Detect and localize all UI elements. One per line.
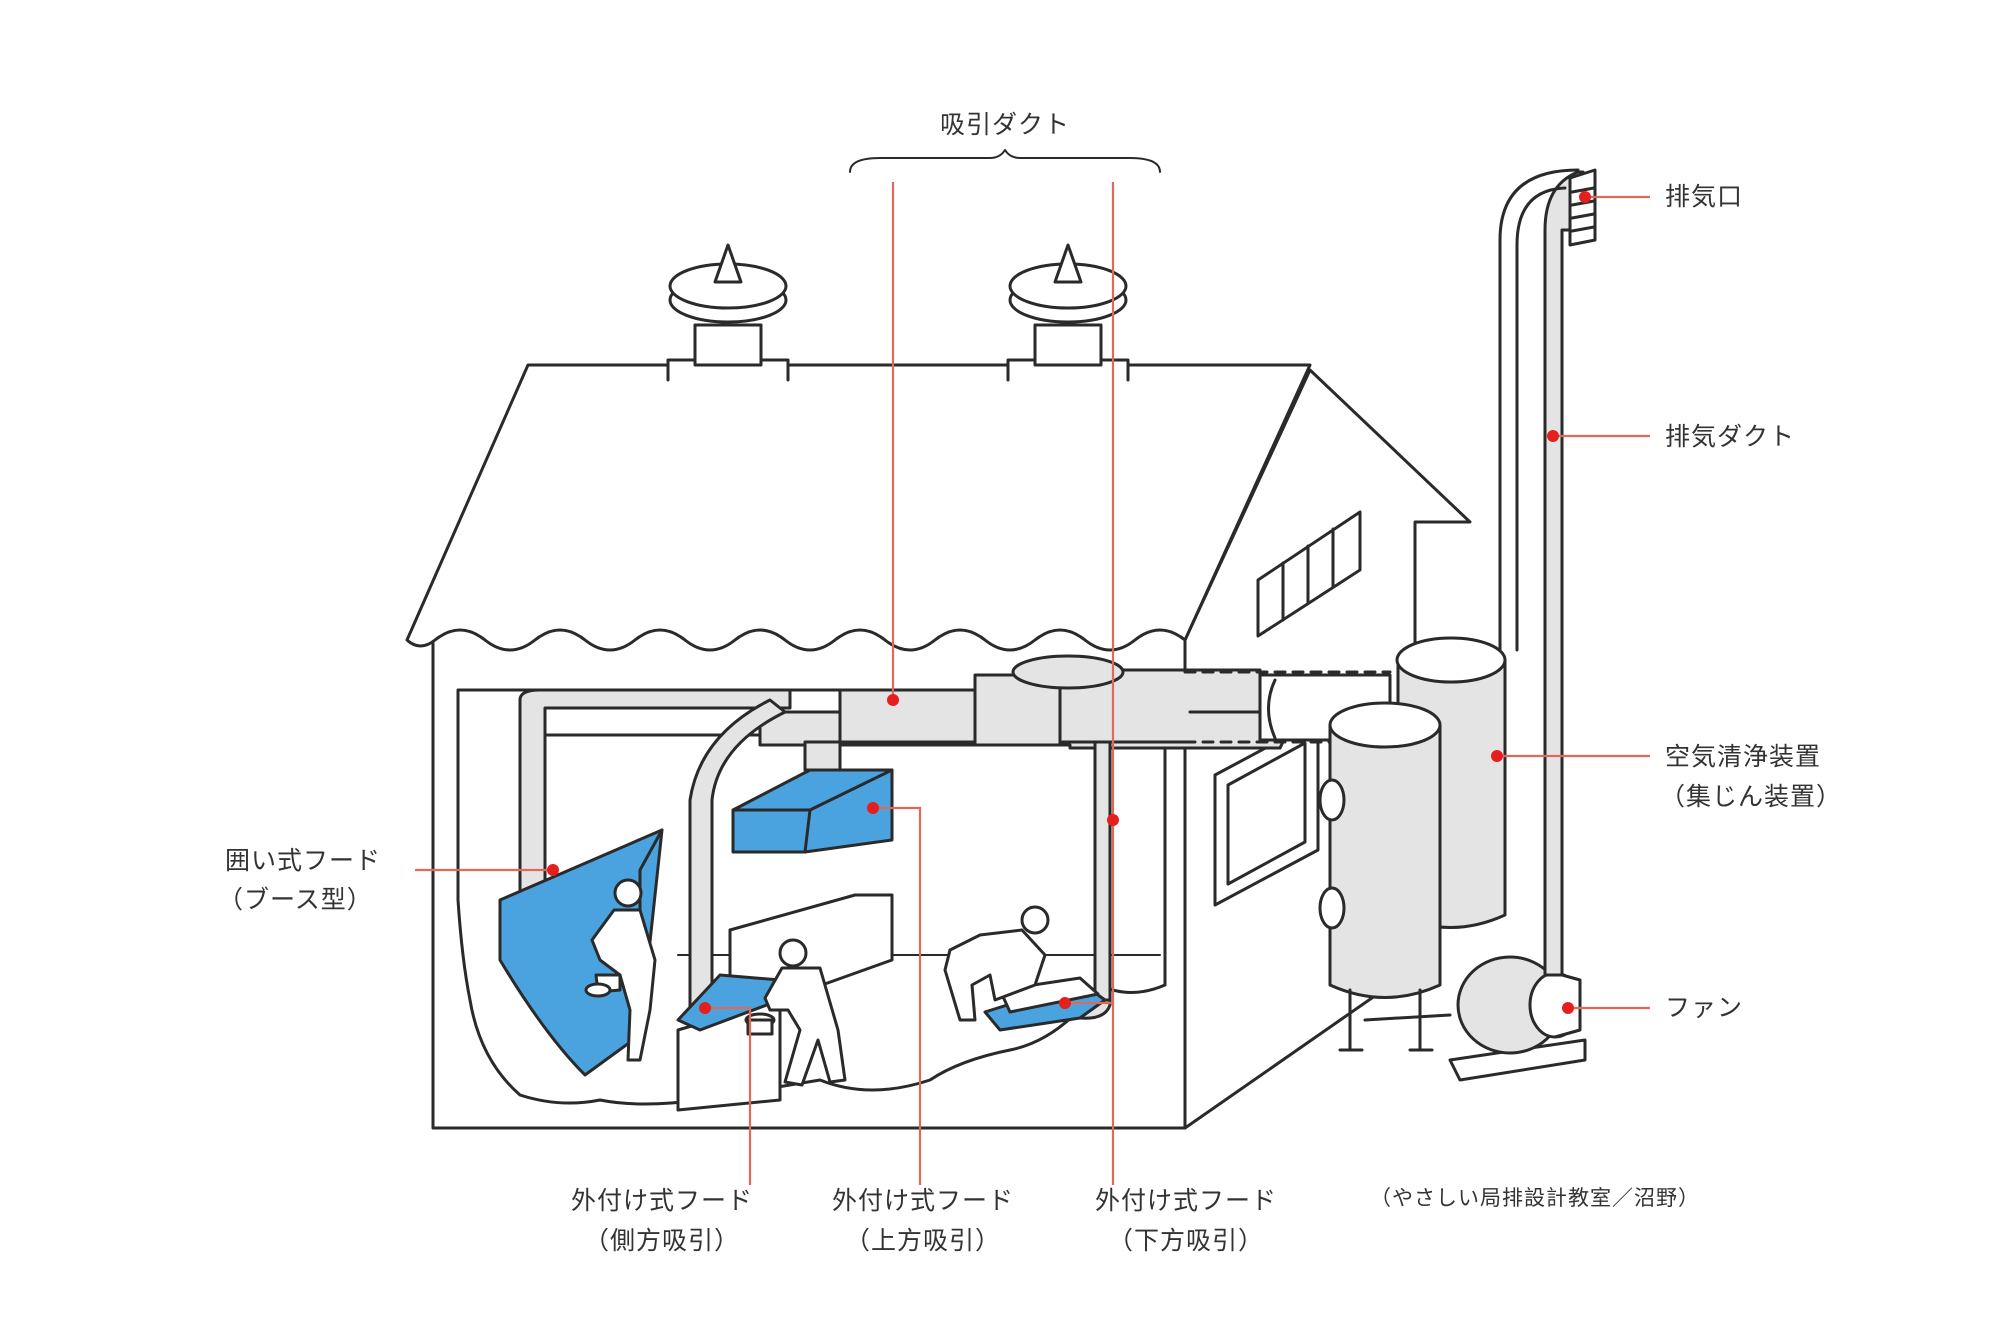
suction-duct-brace bbox=[849, 149, 1161, 173]
fan-unit bbox=[1448, 955, 1587, 1082]
label-credit: （やさしい局排設計教室／沼野） bbox=[1370, 1186, 1700, 1210]
dot-air-cleaner bbox=[1491, 750, 1503, 762]
dot-canopy-hood bbox=[867, 802, 879, 814]
air-cleaner-front bbox=[1318, 701, 1452, 1052]
label-ext-hood-bottom-line1: 外付け式フード bbox=[1094, 1186, 1278, 1215]
roof-ventilator-left bbox=[666, 243, 790, 382]
worker-bench bbox=[763, 938, 847, 1087]
dot-suction-duct bbox=[887, 694, 899, 706]
dot-downdraft-hood bbox=[1059, 997, 1071, 1009]
label-ext-hood-side-line1: 外付け式フード bbox=[570, 1186, 754, 1215]
exhaust-stack bbox=[1498, 168, 1597, 977]
dot-down-duct bbox=[1107, 814, 1119, 826]
dot-exhaust-duct bbox=[1547, 430, 1559, 442]
building-roof bbox=[405, 363, 1312, 652]
dot-enclosure-hood bbox=[547, 864, 559, 876]
label-ext-hood-top-line2: （上方吸引） bbox=[844, 1226, 1002, 1255]
label-enclosure-hood-line1: 囲い式フード bbox=[225, 846, 382, 875]
leader-ext-hood-top bbox=[873, 806, 922, 1185]
roof-ventilator-right bbox=[1006, 243, 1130, 382]
label-enclosure-hood-line2: （ブース型） bbox=[218, 885, 373, 914]
worker-booth bbox=[590, 878, 657, 1062]
label-ext-hood-bottom-line2: （下方吸引） bbox=[1107, 1226, 1265, 1255]
label-exhaust-duct: 排気ダクト bbox=[1665, 422, 1796, 451]
dot-exhaust-port bbox=[1579, 191, 1591, 203]
label-suction-duct: 吸引ダクト bbox=[939, 110, 1071, 139]
leader-ext-hood-side bbox=[705, 1006, 752, 1185]
label-ext-hood-side-line2: （側方吸引） bbox=[583, 1226, 741, 1255]
dot-side-hood bbox=[699, 1002, 711, 1014]
label-air-cleaner-line2: （集じん装置） bbox=[1660, 782, 1843, 811]
worker-downdraft bbox=[943, 905, 1050, 1022]
label-exhaust-port: 排気口 bbox=[1665, 182, 1744, 211]
label-air-cleaner-line1: 空気清浄装置 bbox=[1665, 742, 1822, 771]
label-ext-hood-top-line1: 外付け式フード bbox=[831, 1186, 1015, 1215]
suction-duct bbox=[518, 654, 1392, 1020]
label-fan: ファン bbox=[1665, 993, 1744, 1022]
dot-fan bbox=[1562, 1002, 1574, 1014]
